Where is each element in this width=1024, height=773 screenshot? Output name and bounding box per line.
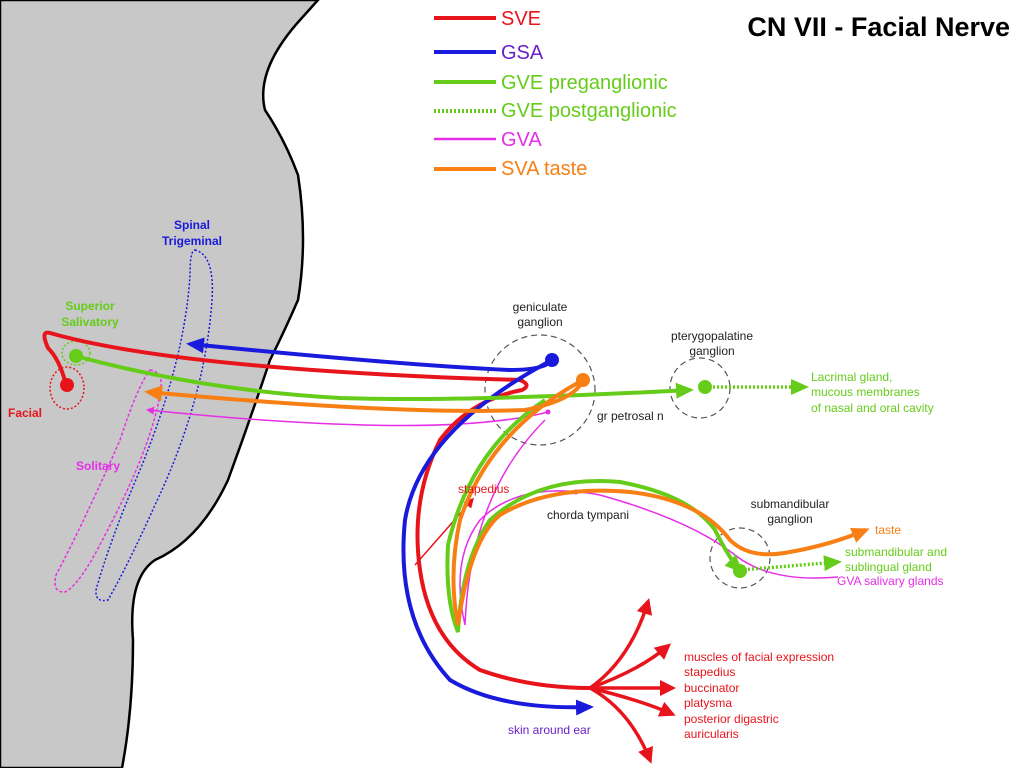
legend-gve-post: GVE postganglionic [501, 100, 677, 122]
lacrimal-label-line2: mucous membranes [811, 385, 920, 399]
spinal-trigeminal-label-line2: Trigeminal [162, 234, 222, 248]
submandibular-label-line1: submandibular [751, 497, 830, 511]
geniculate-label-line1: geniculate [513, 300, 568, 314]
gva-fibre [146, 406, 549, 427]
sve-muscle-fan [588, 598, 676, 764]
gva-salivary-label: GVA salivary glands [837, 574, 944, 588]
legend-gva: GVA [501, 129, 542, 151]
sva-fibre [144, 379, 585, 413]
superior-salivatory-label-line2: Salivatory [61, 315, 119, 329]
legend-gve-pre: GVE preganglionic [501, 72, 668, 94]
brainstem-shape [0, 0, 320, 770]
gr-petrosal-label: gr petrosal n [597, 409, 664, 423]
page-title: CN VII - Facial Nerve [747, 12, 1010, 42]
gve-pre-fibre [75, 354, 694, 401]
muscle-label: buccinator [684, 681, 739, 695]
legend: SVE GSA GVE preganglionic GVE postgangli… [434, 8, 677, 180]
solitary-nucleus [54, 369, 162, 593]
muscle-label: auricularis [684, 727, 739, 741]
muscle-label: platysma [684, 696, 732, 710]
taste-label: taste [875, 523, 901, 537]
skin-around-ear-label: skin around ear [508, 723, 591, 737]
sve-fibre [42, 330, 591, 690]
spinal-trigeminal-label-line1: Spinal [174, 218, 210, 232]
sva-chorda-fibre [451, 378, 870, 626]
stapedius-nerve-label: stapedius [458, 482, 509, 496]
spinal-trigeminal-nucleus [95, 249, 214, 602]
superior-salivatory-label-line1: Superior [65, 299, 115, 313]
legend-sve: SVE [501, 8, 541, 30]
muscle-label: stapedius [684, 665, 735, 679]
pterygopalatine-label-line2: ganglion [689, 344, 734, 358]
solitary-nucleus-label: Solitary [76, 459, 120, 473]
facial-nucleus-label: Facial [8, 406, 42, 420]
muscle-label: posterior digastric [684, 712, 779, 726]
submandibular-gland-label-line1: submandibular and [845, 545, 947, 559]
muscle-list: muscles of facial expression stapedius b… [684, 650, 834, 741]
geniculate-label-line2: ganglion [517, 315, 562, 329]
pterygopalatine-label-line1: pterygopalatine [671, 329, 753, 343]
lacrimal-label-line1: Lacrimal gland, [811, 370, 892, 384]
submandibular-label-line2: ganglion [767, 512, 812, 526]
submandibular-gland-label-line2: sublingual gland [845, 560, 932, 574]
legend-gsa: GSA [501, 42, 544, 64]
facial-nucleus-loop [49, 366, 85, 410]
legend-sva: SVA taste [501, 158, 587, 180]
chorda-tympani-label: chorda tympani [547, 508, 629, 522]
submandibular-ganglion-circle [709, 527, 771, 589]
geniculate-ganglion-circle [484, 334, 596, 446]
gve-post-submandibular [739, 555, 842, 572]
muscle-label: muscles of facial expression [684, 650, 834, 664]
lacrimal-label-line3: of nasal and oral cavity [811, 401, 934, 415]
gsa-ear-fibre [401, 358, 594, 716]
